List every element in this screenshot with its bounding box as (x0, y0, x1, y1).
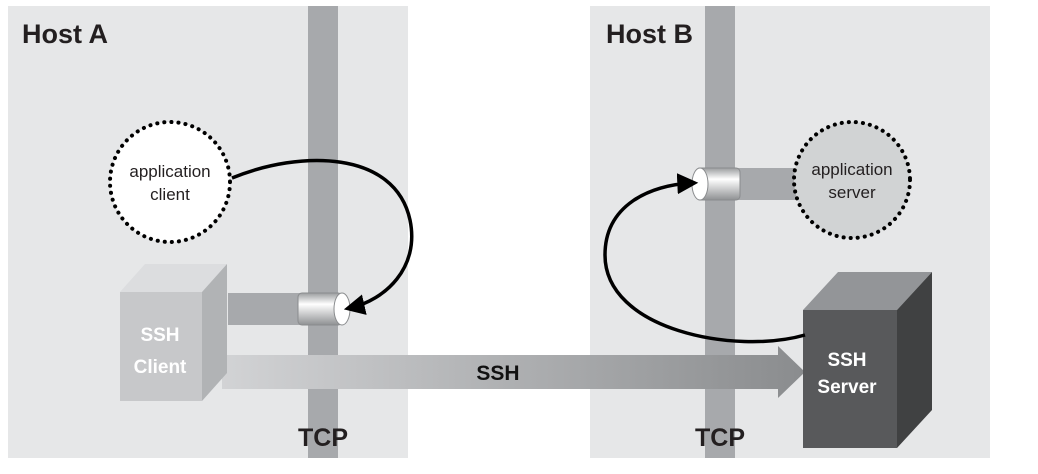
ssh-client-label-line2: Client (134, 357, 187, 378)
app-server-label-line1: application (811, 160, 892, 179)
app-server-node: application server (792, 120, 912, 240)
host-a-tcp-label: TCP (298, 424, 348, 452)
flow-arrow-icon (603, 173, 806, 344)
host-a-port-cylinder (297, 292, 351, 326)
ssh-client-label-line1: SSH (140, 325, 179, 346)
tcp-port-cylinder-icon (691, 167, 741, 201)
ssh-tunnel-label: SSH (476, 362, 519, 385)
tcp-port-cylinder-icon (297, 292, 351, 326)
app-client-label-line1: application (129, 162, 210, 181)
dotted-circle-icon (108, 120, 232, 244)
host-b-port-cylinder (691, 167, 741, 201)
app-server-label-line2: server (828, 183, 876, 202)
host-b-title: Host B (606, 19, 693, 49)
dotted-circle-icon (792, 120, 912, 240)
host-a-tcp-bar (308, 6, 338, 458)
app-client-node: application client (108, 120, 232, 244)
host-a-title: Host A (22, 19, 108, 49)
ssh-tunnel-arrow (222, 346, 805, 398)
ssh-client-box: SSH Client (120, 264, 227, 401)
host-b-tcp-label: TCP (695, 424, 745, 452)
host-b-tcp-bar (705, 6, 735, 458)
ssh-server-label-line1: SSH (827, 350, 866, 371)
flow-arrow-icon (231, 158, 414, 315)
ssh-server-label-line2: Server (817, 377, 877, 398)
cube-box-icon (120, 264, 227, 292)
ssh-server-box: SSH Server (803, 272, 932, 448)
app-client-label-line2: client (150, 185, 190, 204)
cube-box-icon (803, 272, 932, 310)
